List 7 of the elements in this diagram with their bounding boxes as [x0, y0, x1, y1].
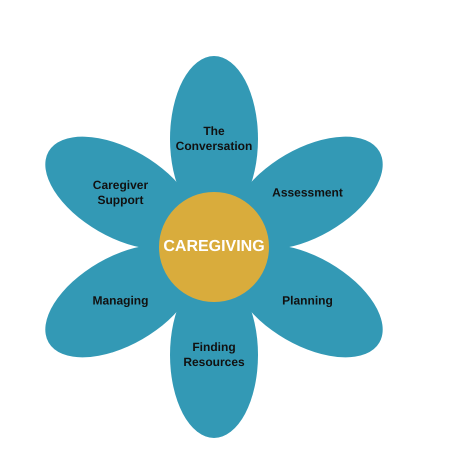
petal-label: Caregiver Support [77, 178, 164, 208]
petal-label: Planning [264, 294, 351, 308]
petal-label: The Conversation [171, 124, 257, 154]
center-label: CAREGIVING [163, 238, 265, 256]
petal-label: Finding Resources [171, 340, 257, 370]
petal-label: Managing [77, 294, 164, 308]
petal-label: Assessment [264, 186, 351, 200]
